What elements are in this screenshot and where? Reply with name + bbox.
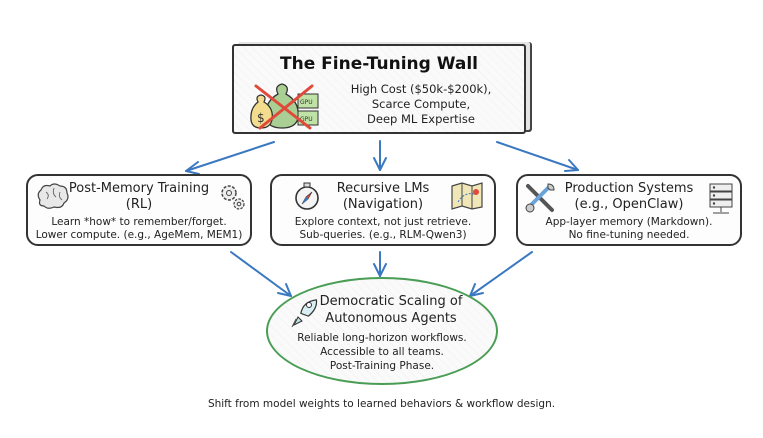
svg-text:GPU: GPU — [300, 116, 313, 123]
approach-title: Post-Memory Training (RL) — [28, 181, 250, 213]
money-bags-gpu-icon: $ GPU GPU — [250, 83, 319, 130]
red-x-icon — [254, 84, 314, 130]
approach-title: Recursive LMs (Navigation) — [272, 181, 494, 213]
arrow-wall-to-production — [496, 141, 579, 172]
body-line: Accessible to all teams. — [320, 346, 444, 358]
title-line: Post-Memory Training — [68, 181, 210, 196]
gears-icon — [221, 185, 245, 210]
svg-text:$: $ — [257, 111, 265, 125]
brain-icon — [37, 183, 69, 209]
body-line: Sub-queries. (e.g., RLM-Qwen3) — [299, 229, 467, 241]
approach-description: Learn *how* to remember/forget. Lower co… — [28, 216, 250, 242]
outcome-title: Democratic Scaling of Autonomous Agents — [296, 293, 486, 327]
outcome-description: Reliable long-horizon workflows. Accessi… — [268, 331, 496, 373]
wall-line: Deep ML Expertise — [367, 112, 475, 126]
wall-line: High Cost ($50k-$200k), — [350, 82, 492, 96]
fine-tuning-wall-box: The Fine-Tuning Wall $ GPU GPU High Cost… — [232, 44, 526, 134]
arrow-recursive-to-outcome — [373, 251, 387, 277]
title-line: (Navigation) — [342, 197, 424, 212]
diagram-caption: Shift from model weights to learned beha… — [207, 398, 556, 410]
body-line: Explore context, not just retrieve. — [294, 216, 472, 228]
wall-title: The Fine-Tuning Wall — [280, 54, 478, 74]
approach-title: Production Systems (e.g., OpenClaw) — [518, 181, 740, 213]
svg-text:GPU: GPU — [300, 99, 313, 106]
map-icon — [451, 182, 483, 210]
body-line: App-layer memory (Markdown). — [545, 216, 713, 228]
arrow-production-to-outcome — [469, 251, 533, 297]
title-line: Recursive LMs — [336, 181, 430, 196]
approach-description: Explore context, not just retrieve. Sub-… — [272, 216, 494, 242]
production-systems-box: Production Systems (e.g., OpenClaw) App-… — [516, 174, 742, 246]
body-line: Learn *how* to remember/forget. — [51, 216, 227, 228]
rocket-icon — [291, 299, 318, 328]
server-icon — [709, 183, 733, 214]
title-line: Democratic Scaling of — [319, 294, 463, 309]
outcome-ellipse: Democratic Scaling of Autonomous Agents … — [266, 277, 498, 385]
recursive-lms-box: Recursive LMs (Navigation) Explore conte… — [270, 174, 496, 246]
wall-line: Scarce Compute, — [371, 97, 471, 111]
body-line: Lower compute. (e.g., AgeMem, MEM1) — [35, 229, 243, 241]
body-line: No fine-tuning needed. — [568, 229, 690, 241]
title-line: (RL) — [125, 197, 153, 212]
money-bags-icon: $ — [250, 83, 299, 129]
compass-icon — [295, 182, 319, 210]
body-line: Reliable long-horizon workflows. — [297, 332, 467, 344]
post-memory-training-box: Post-Memory Training (RL) Learn *how* to… — [26, 174, 252, 246]
arrow-post-memory-to-outcome — [230, 251, 292, 297]
arrow-wall-to-recursive-lms — [373, 140, 387, 171]
title-line: Production Systems — [564, 181, 694, 196]
title-line: (e.g., OpenClaw) — [574, 197, 684, 212]
arrow-wall-to-post-memory — [185, 141, 275, 175]
wall-description: High Cost ($50k-$200k), Scarce Compute, … — [326, 82, 516, 127]
body-line: Post-Training Phase. — [329, 360, 435, 372]
approach-description: App-layer memory (Markdown). No fine-tun… — [518, 216, 740, 242]
tools-icon — [525, 183, 555, 213]
title-line: Autonomous Agents — [325, 311, 457, 326]
